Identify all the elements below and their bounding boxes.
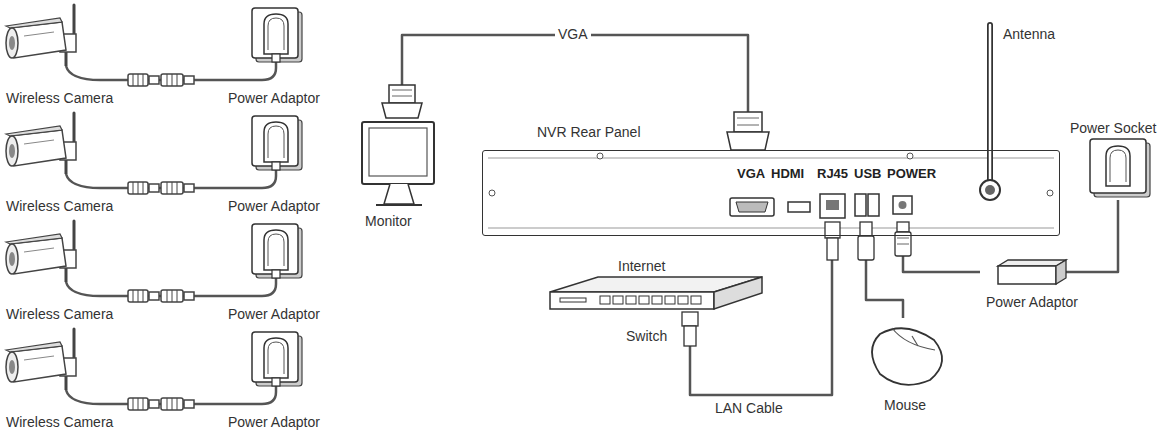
device-label: Wireless Camera — [6, 414, 113, 430]
camera: Wireless Camera — [4, 110, 124, 215]
device-label: Mouse — [884, 397, 926, 413]
cable — [402, 35, 748, 150]
port-label: RJ45 — [817, 166, 848, 182]
device-label: Power Adaptor — [228, 198, 320, 214]
port-label: POWER — [887, 166, 936, 182]
device-label: Switch — [626, 328, 667, 344]
camera: Wireless Camera — [4, 2, 124, 107]
device-label: Internet — [618, 258, 665, 274]
device-label: Wireless Camera — [6, 90, 113, 106]
power-socket: Power Socket — [1066, 118, 1164, 200]
cable — [1112, 200, 1118, 272]
cable-label: VGA — [555, 26, 591, 42]
device-label: Wireless Camera — [6, 198, 113, 214]
port-label: HDMI — [771, 166, 804, 182]
cable-label: LAN Cable — [712, 400, 786, 416]
device-label: NVR Rear Panel — [537, 124, 641, 140]
cable — [903, 236, 980, 272]
power-adaptor: Power Adaptor — [222, 110, 332, 215]
device-label: Wireless Camera — [6, 306, 113, 322]
part-label: Antenna — [1003, 26, 1055, 42]
port-label: USB — [854, 166, 881, 182]
device-label: Power Adaptor — [228, 90, 320, 106]
power-adaptor: Power Adaptor — [222, 326, 332, 431]
camera: Wireless Camera — [4, 326, 124, 431]
power-adaptor: Power Adaptor — [222, 2, 332, 107]
port-label: VGA — [737, 166, 765, 182]
device-label: Power Adaptor — [228, 414, 320, 430]
device-label: Monitor — [365, 213, 412, 229]
switch: InternetSwitch — [548, 256, 764, 346]
device-label: Power Adaptor — [228, 306, 320, 322]
device-label: Power Socket — [1070, 120, 1156, 136]
device-label: Power Adaptor — [986, 294, 1078, 310]
monitor: Monitor — [355, 85, 439, 233]
power-adaptor: Power Adaptor — [980, 256, 1112, 316]
nvr-panel: NVR Rear Panel — [482, 150, 1060, 236]
mouse: Mouse — [862, 318, 954, 418]
power-adaptor: Power Adaptor — [222, 218, 332, 323]
camera: Wireless Camera — [4, 218, 124, 323]
cable — [690, 236, 832, 395]
